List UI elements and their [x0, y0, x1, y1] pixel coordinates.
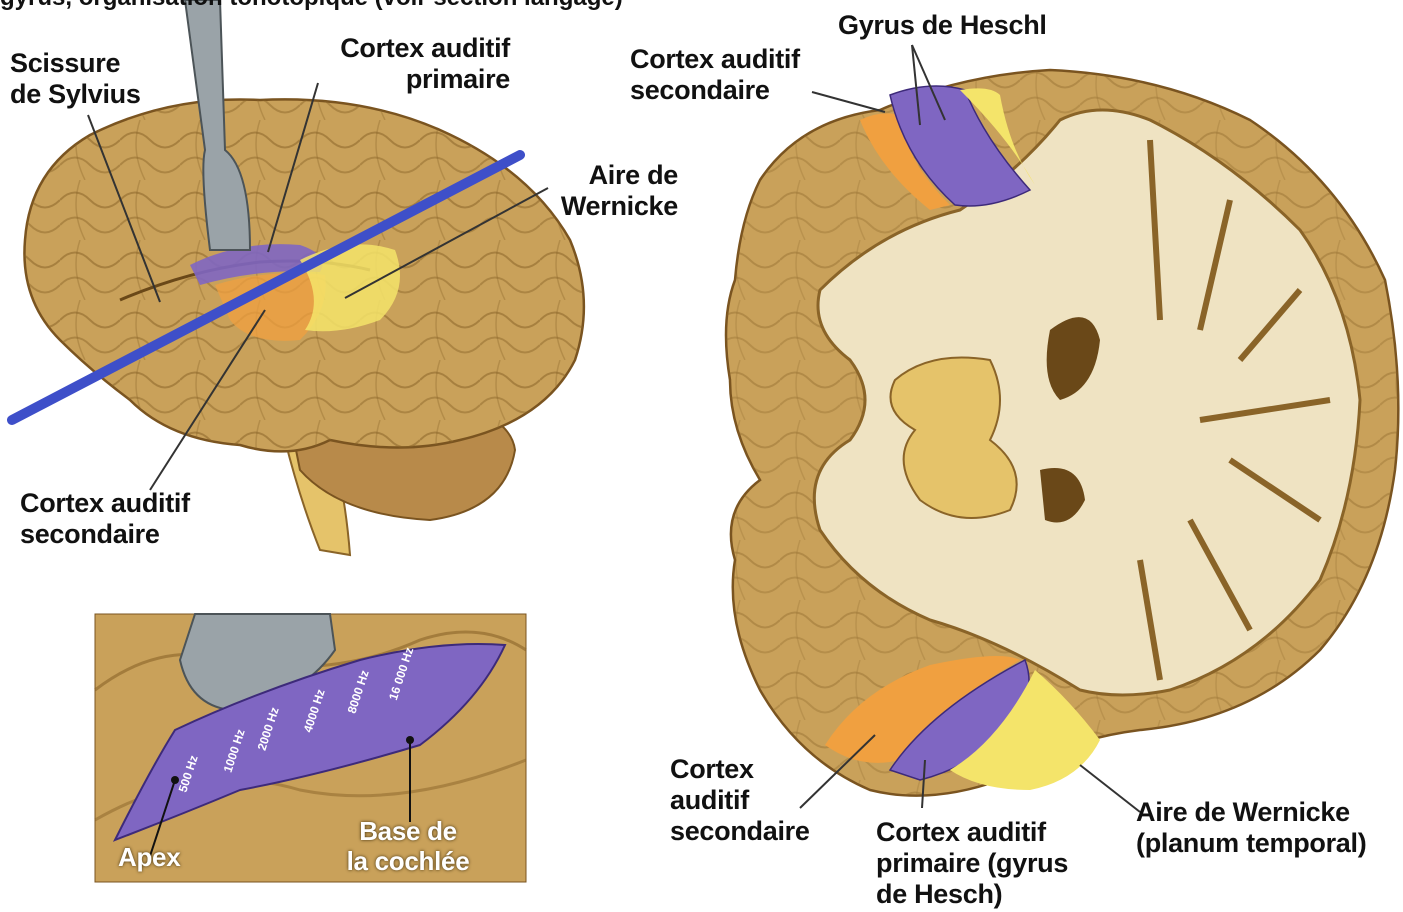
- header-fragment: gyrus, organisation tonotopique (voir se…: [0, 0, 623, 12]
- label-secondary-cortex: Cortex auditif secondaire: [20, 488, 190, 550]
- label-primary-cortex: Cortex auditif primaire: [312, 33, 510, 95]
- label-cochlea-base: Base de la cochlée: [333, 816, 483, 876]
- coronal-brain: [726, 45, 1398, 812]
- label-sylvian-fissure: Scissure de Sylvius: [10, 48, 141, 110]
- label-secondary-bottom: Cortex auditif secondaire: [670, 754, 810, 847]
- label-secondary-top: Cortex auditif secondaire: [630, 44, 800, 106]
- label-primary-bottom: Cortex auditif primaire (gyrus de Hesch): [876, 817, 1068, 910]
- label-wernicke-area: Aire de Wernicke: [540, 160, 678, 222]
- label-wernicke-bottom: Aire de Wernicke (planum temporal): [1136, 797, 1366, 859]
- label-heschl-gyrus: Gyrus de Heschl: [838, 10, 1047, 41]
- label-apex: Apex: [118, 842, 180, 873]
